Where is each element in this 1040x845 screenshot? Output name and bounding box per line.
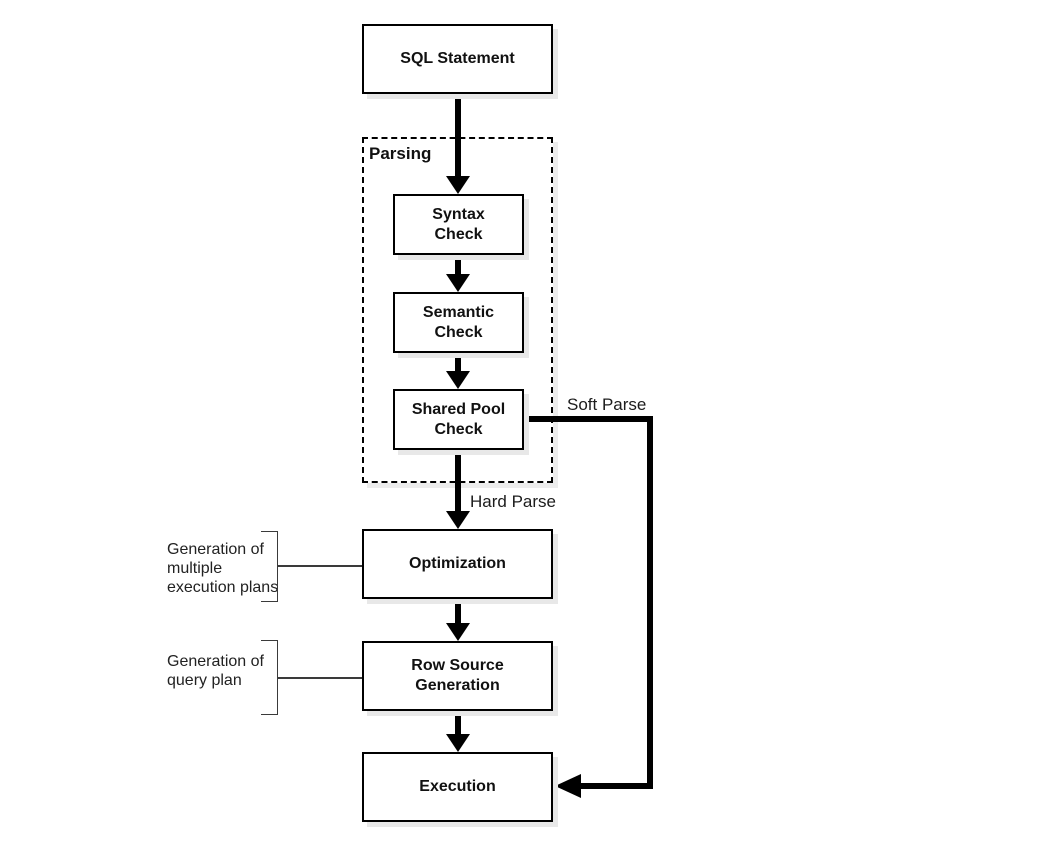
node-label: Optimization	[409, 555, 506, 572]
node-optimization: Optimization	[362, 529, 553, 599]
arrow-segment	[524, 416, 653, 422]
note-line: Generation of	[167, 653, 264, 670]
arrow-shaft	[455, 599, 461, 623]
note-line: Generation of	[167, 541, 264, 558]
note-line: execution plans	[167, 579, 279, 596]
note-connector-line	[278, 677, 363, 679]
node-label-line: Check	[434, 225, 483, 243]
soft-parse-label: Soft Parse	[567, 395, 647, 414]
node-label-line: Row Source	[411, 657, 504, 674]
node-execution: Execution	[362, 752, 553, 822]
node-label: Shared Pool Check	[412, 400, 505, 440]
arrow-shaft	[455, 353, 461, 371]
note-connector-line	[278, 565, 363, 567]
hard-parse-label: Hard Parse	[470, 492, 556, 511]
arrowhead-down-icon	[446, 623, 470, 641]
node-label: Semantic Check	[423, 303, 494, 343]
arrow-segment	[647, 416, 653, 789]
node-label: Execution	[419, 778, 496, 795]
node-syntax-check: Syntax Check	[393, 194, 524, 255]
note-line: query plan	[167, 672, 242, 689]
node-shared-pool-check: Shared Pool Check	[393, 389, 524, 450]
arrow-shaft	[455, 711, 461, 734]
note-line: multiple	[167, 560, 223, 577]
arrow-shaft	[455, 255, 461, 274]
optimization-note: Generation of multiple execution plans	[167, 540, 278, 597]
arrowhead-left-icon	[555, 774, 581, 798]
node-label-line: Shared Pool	[411, 400, 506, 418]
bracket-icon	[261, 640, 278, 715]
node-label-line: Syntax	[432, 205, 485, 223]
row-source-note: Generation of query plan	[167, 652, 264, 690]
arrow-shaft	[455, 94, 461, 176]
parsing-group-label: Parsing	[369, 144, 432, 163]
arrow-segment	[578, 783, 653, 789]
node-label: Row Source Generation	[411, 656, 503, 696]
node-label-line: Check	[434, 323, 483, 341]
node-row-source-generation: Row Source Generation	[362, 641, 553, 711]
arrowhead-down-icon	[446, 734, 470, 752]
node-label-line: Semantic	[422, 303, 495, 321]
arrow-shaft	[455, 450, 461, 511]
node-label: SQL Statement	[400, 50, 515, 67]
arrowhead-down-icon	[446, 371, 470, 389]
node-semantic-check: Semantic Check	[393, 292, 524, 353]
node-label: Syntax Check	[432, 205, 484, 245]
node-label-line: Generation	[415, 677, 500, 694]
arrowhead-down-icon	[446, 176, 470, 194]
arrowhead-down-icon	[446, 511, 470, 529]
arrowhead-down-icon	[446, 274, 470, 292]
node-label-line: Check	[434, 420, 483, 438]
node-sql-statement: SQL Statement	[362, 24, 553, 94]
bracket-icon	[261, 531, 278, 602]
